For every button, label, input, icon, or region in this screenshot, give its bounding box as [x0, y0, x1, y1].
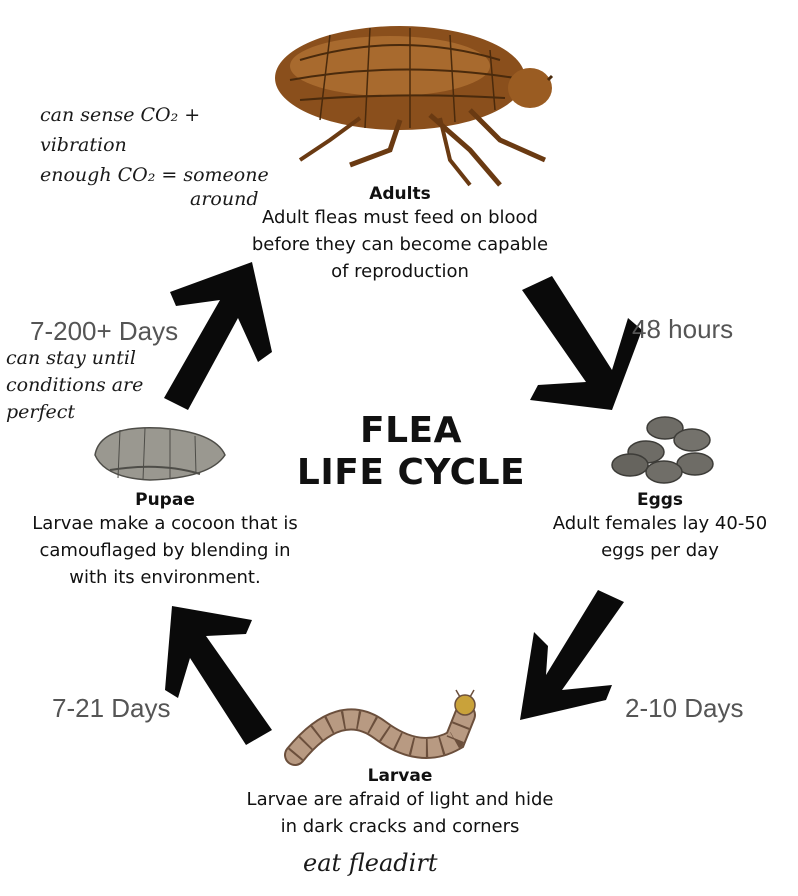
title-line-1: FLEA: [360, 410, 462, 451]
stage-pupae-name: Pupae: [135, 490, 195, 510]
handwritten-note-pupae: can stay until conditions are perfect: [6, 347, 144, 423]
stage-eggs: Eggs Adult females lay 40-50 eggs per da…: [525, 490, 795, 564]
stage-adults-name: Adults: [369, 184, 431, 204]
stage-larvae: Larvae Larvae are afraid of light and hi…: [200, 766, 600, 840]
stage-adults-desc: Adult fleas must feed on blood before th…: [251, 207, 549, 282]
arrow-adults-to-eggs: [522, 276, 642, 410]
flea-pupa-icon: [94, 426, 226, 481]
duration-eggs-to-larvae: 2-10 Days: [625, 693, 744, 723]
stage-pupae: Pupae Larvae make a cocoon that is camou…: [10, 490, 320, 591]
stage-larvae-name: Larvae: [367, 766, 433, 786]
duration-pupae-to-adults: 7-200+ Days: [30, 316, 179, 346]
adult-flea-icon: [275, 26, 554, 187]
flea-larva-icon: [284, 689, 476, 766]
title-line-2: LIFE CYCLE: [296, 452, 526, 493]
stage-pupae-desc: Larvae make a cocoon that is camouflaged…: [32, 513, 298, 588]
stage-adults: Adults Adult fleas must feed on blood be…: [230, 184, 570, 285]
diagram-title: FLEA LIFE CYCLE: [261, 410, 561, 494]
handwritten-note-larvae: eat fleadirt: [303, 849, 438, 877]
arrow-pupae-to-adults: [164, 262, 272, 410]
duration-adults-to-eggs: 48 hours: [632, 314, 734, 344]
arrow-eggs-to-larvae: [520, 590, 624, 720]
handwritten-note-adults: can sense CO₂ + vibration enough CO₂ = s…: [40, 104, 269, 210]
stage-eggs-name: Eggs: [636, 490, 684, 510]
flea-eggs-icon: [611, 416, 714, 484]
stage-larvae-desc: Larvae are afraid of light and hide in d…: [246, 789, 554, 837]
duration-larvae-to-pupae: 7-21 Days: [52, 693, 171, 723]
arrow-larvae-to-pupae: [165, 606, 272, 745]
stage-eggs-desc: Adult females lay 40-50 eggs per day: [552, 513, 768, 561]
